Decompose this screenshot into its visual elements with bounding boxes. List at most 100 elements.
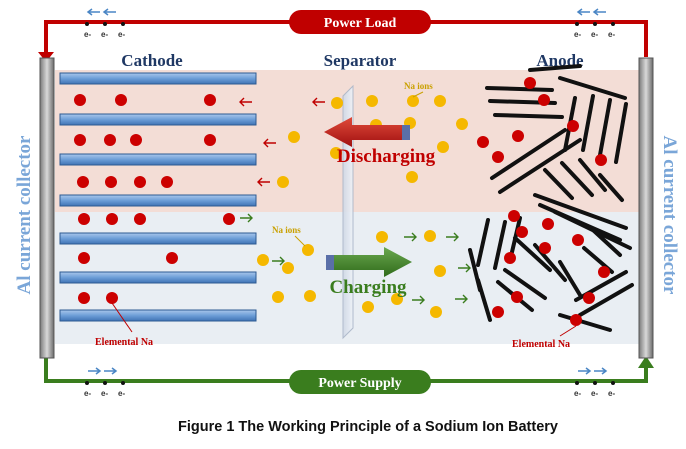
electron-dot [121,22,125,26]
na-atom [542,218,554,230]
na-ions-pointer-top [412,91,424,98]
graphite-layer [513,236,552,272]
small-arrow [412,295,425,305]
na-ions-label-bottom: Na ions [272,225,301,235]
electron-label: e- [608,30,615,39]
na-atom [572,234,584,246]
small-arrow [257,177,270,187]
na-atom [516,226,528,238]
ion-flow-arrows-left [239,97,325,187]
separator-label: Separator [324,51,397,70]
na-ion [407,95,419,107]
graphite-layer [490,128,567,180]
na-atom [166,252,178,264]
electron-label: e- [608,389,615,398]
na-atom [204,94,216,106]
na-atom [567,120,579,132]
graphite-layer [493,113,564,119]
electron-dot [593,381,597,385]
na-atom [115,94,127,106]
na-atom [106,292,118,304]
electron-dot [575,22,579,26]
graphite-layer [578,283,634,317]
na-ion [304,290,316,302]
na-atom [598,266,610,278]
graphite-layer [598,98,612,157]
cathode-plate [59,113,257,126]
small-arrow [312,97,325,107]
ion-flow-arrows-right [240,213,471,305]
na-ion [277,176,289,188]
cathode-plate [59,72,257,85]
elemental-na-label-right: Elemental Na [512,339,570,350]
na-atom [512,130,524,142]
na-atom [78,213,90,225]
graphite-layer [598,173,624,202]
power-load-label: Power Load [324,16,397,31]
na-atom [539,242,551,254]
graphite-layer [533,193,628,230]
electron-arrows-top-right [576,8,606,16]
electron-dot [85,22,89,26]
na-ions-label-top: Na ions [404,81,433,91]
graphite-layer [558,313,612,332]
na-ion [257,254,269,266]
na-ions-pointer-bottom [294,235,306,247]
na-atom [508,210,520,222]
graphite-layer [493,220,507,270]
na-ion [456,118,468,130]
na-atom [78,292,90,304]
electron-label: e- [574,389,581,398]
power-supply-badge [289,370,431,394]
na-ion [437,141,449,153]
power-supply-circuit: Power Supply [44,356,654,394]
electron-label: e- [118,30,125,39]
na-ion [331,97,343,109]
graphite-layer [578,158,607,192]
electron-label: e- [101,30,108,39]
charging-label: Charging [329,277,407,298]
graphite-layer [543,168,574,200]
cathode-plate [59,309,257,322]
na-atom [134,176,146,188]
na-ion [282,262,294,274]
collector-left-label: Al current collector [14,135,35,295]
electron-label: e- [84,389,91,398]
na-atom [570,314,582,326]
electron-label: e- [118,389,125,398]
na-ion [330,147,342,159]
cathode-plate [59,153,257,166]
na-atom [134,213,146,225]
na-ions [257,95,468,318]
small-arrow [455,294,468,304]
na-atom [204,134,216,146]
na-ion [288,131,300,143]
na-atom [583,292,595,304]
graphite-layer [503,268,547,300]
electron-label: e- [591,389,598,398]
na-atom [477,136,489,148]
discharging-arrow [324,117,410,147]
na-ion [376,231,388,243]
small-arrow [240,213,253,223]
power-supply-label: Power Supply [318,376,401,391]
right-current-collector [638,57,654,359]
na-atom [74,134,86,146]
na-atom [161,176,173,188]
graphite-layer [591,228,622,257]
na-ion [406,171,418,183]
na-ion [366,95,378,107]
electron-label: e- [84,30,91,39]
electron-label: e- [591,30,598,39]
na-ion [424,230,436,242]
charging-arrow [326,247,412,277]
elemental-na-pointer-right [559,325,577,337]
electron-dot [103,381,107,385]
electron-dot [611,381,615,385]
graphite-layer [558,260,582,297]
cathode-plate [59,232,257,245]
electron-arrows-top-left [86,8,116,16]
graphite-layer [476,218,490,267]
na-atom [104,134,116,146]
electron-arrows-bottom-left [88,367,118,375]
